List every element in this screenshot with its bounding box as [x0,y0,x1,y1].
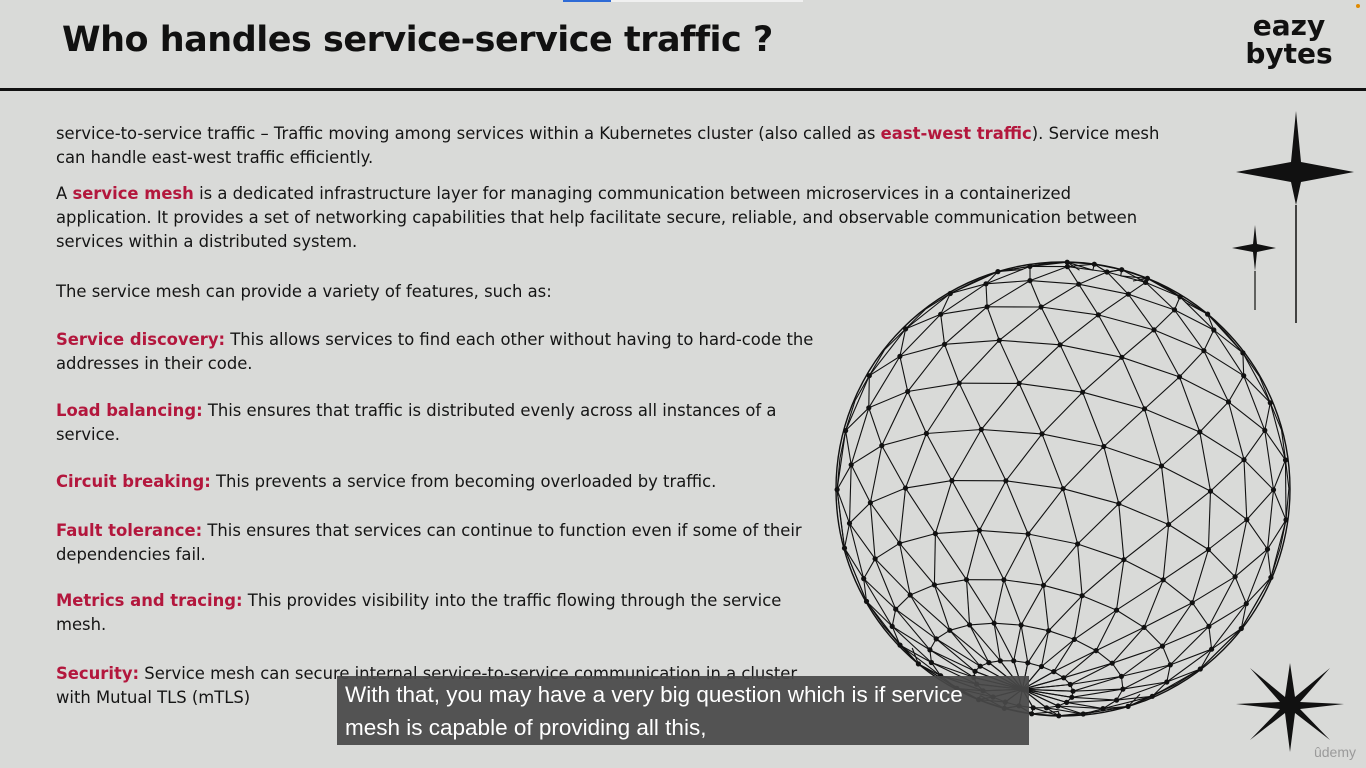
geodesic-sphere-icon [834,259,1291,719]
video-progress-bar [563,0,611,2]
intro-text: is a dedicated infrastructure layer for … [56,184,1138,251]
intro-text: ). Service mesh can handle east-west tra… [56,124,1160,167]
intro-paragraph-1: service-to-service traffic – Traffic mov… [56,122,1166,170]
feature-metrics-tracing: Metrics and tracing: This provides visib… [56,589,816,637]
eight-point-star-icon [1236,663,1344,752]
intro-text: A [56,184,73,203]
caption-line-2: mesh is capable of providing all this, [345,715,707,740]
feature-term: Load balancing: [56,401,203,420]
feature-circuit-breaking: Circuit breaking: This prevents a servic… [56,470,816,494]
udemy-watermark: ûdemy [1313,744,1356,760]
intro-paragraph-2: A service mesh is a dedicated infrastruc… [56,182,1146,254]
feature-term: Fault tolerance: [56,521,203,540]
feature-term: Metrics and tracing: [56,591,243,610]
logo-line-2: bytes [1245,37,1333,70]
intro-text: service-to-service traffic – Traffic mov… [56,124,881,143]
header-divider [0,88,1366,91]
feature-load-balancing: Load balancing: This ensures that traffi… [56,399,816,447]
feature-term: Circuit breaking: [56,472,211,491]
feature-service-discovery: Service discovery: This allows services … [56,328,816,376]
feature-desc: This ensures that services can continue … [56,521,802,564]
four-point-star-icon [1232,111,1354,323]
feature-fault-tolerance: Fault tolerance: This ensures that servi… [56,519,816,567]
video-buffer-bar [611,0,803,2]
feature-desc: This prevents a service from becoming ov… [210,472,717,491]
feature-term: Service discovery: [56,330,226,349]
feature-desc: This allows services to find each other … [56,330,814,373]
eazybytes-logo: eazy bytes [1244,12,1334,68]
feature-desc: This provides visibility into the traffi… [56,591,782,634]
subtitle-caption: With that, you may have a very big quest… [337,676,1029,745]
east-west-highlight: east-west traffic [880,124,1032,143]
feature-desc: This ensures that traffic is distributed… [56,401,777,444]
features-intro: The service mesh can provide a variety o… [56,282,552,301]
slide-title: Who handles service-service traffic ? [62,20,773,60]
service-mesh-highlight: service mesh [72,184,194,203]
feature-term: Security: [56,664,140,683]
status-dot [1356,4,1360,8]
caption-line-1: With that, you may have a very big quest… [345,682,963,707]
logo-line-1: eazy [1252,9,1326,42]
